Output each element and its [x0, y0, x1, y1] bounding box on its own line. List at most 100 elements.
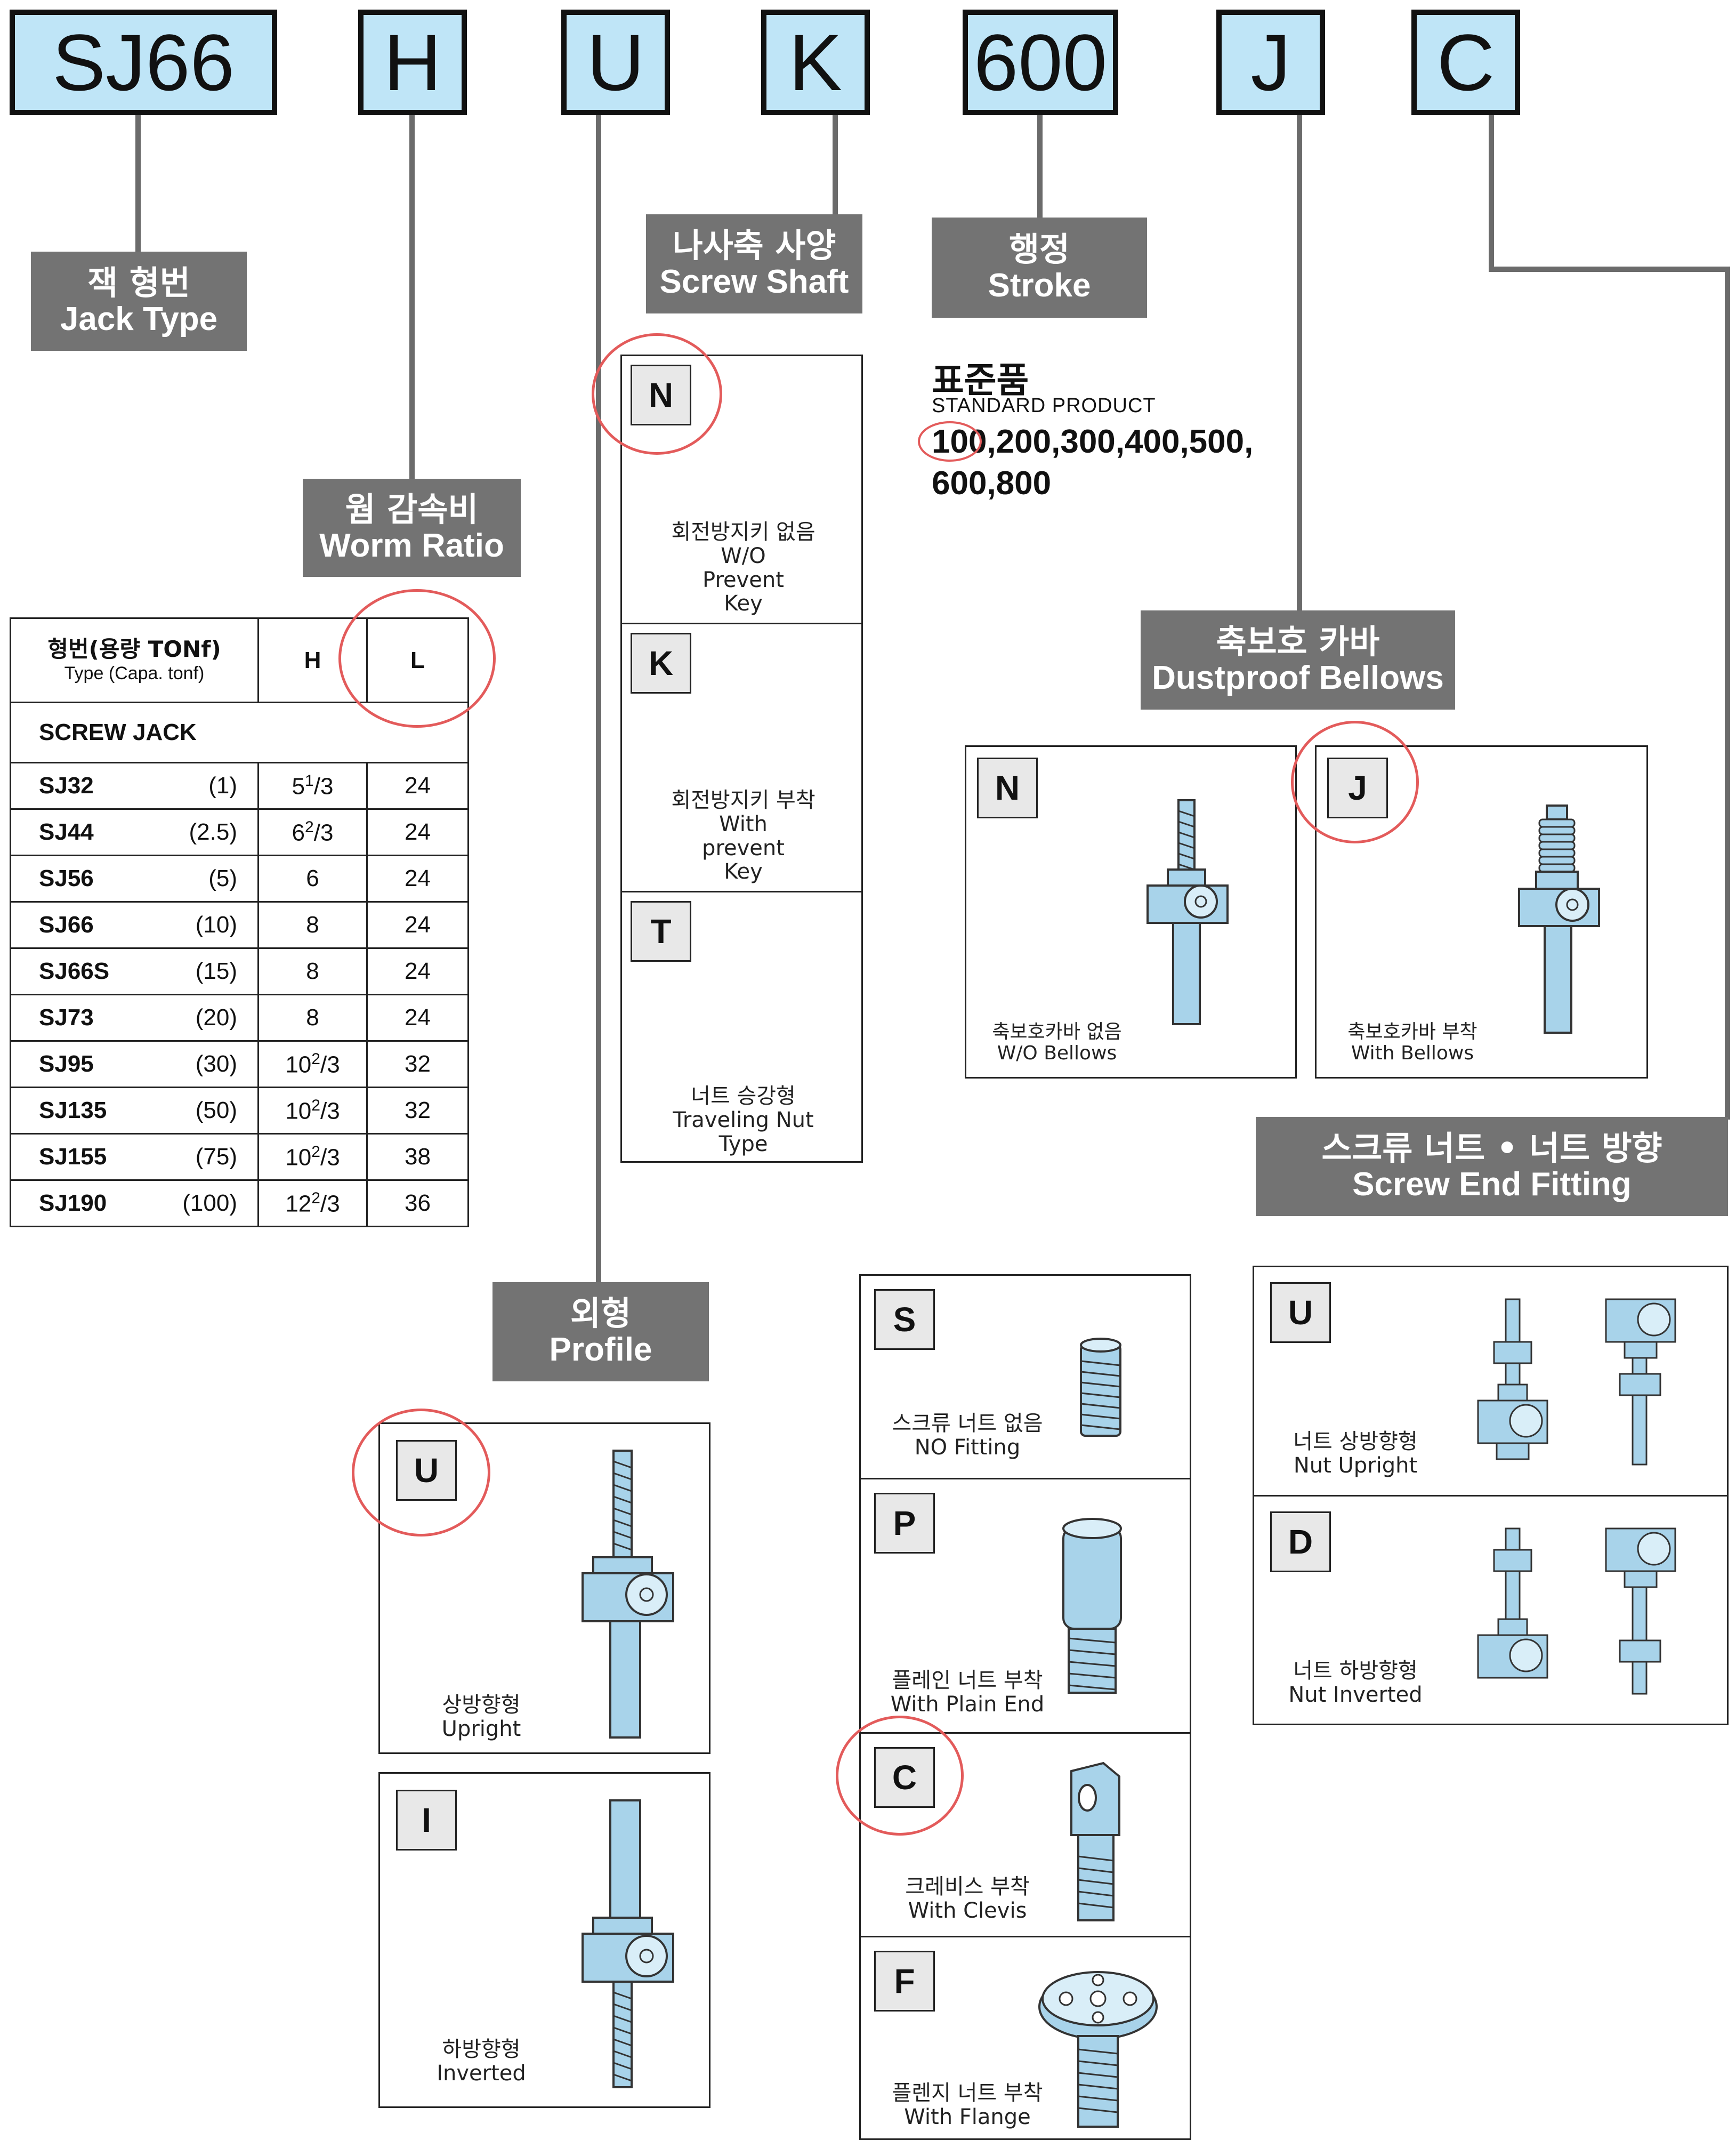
- ratio-h-numerator: 2: [311, 1143, 320, 1161]
- row-ratio-h: 102/3: [257, 1133, 368, 1181]
- nut-option-d: D 너트 하방향형 Nut Inverted: [1253, 1495, 1729, 1725]
- ratio-h-numerator: 2: [311, 1096, 320, 1114]
- ratio-h-denominator: 3: [327, 1144, 340, 1171]
- fitting-c-ko: 크레비스 부착: [905, 1874, 1030, 1899]
- label-profile: 외형 Profile: [492, 1282, 709, 1381]
- ratio-h-fraction-slash: /: [313, 773, 320, 800]
- connector-profile: [596, 115, 601, 1285]
- fitting-s-ko: 스크류 너트 없음: [892, 1411, 1043, 1436]
- label-screw-shaft-ko: 나사축 사양: [672, 226, 836, 265]
- nut-inverted-illustration: [1477, 1527, 1676, 1695]
- shaft-n-en3: Key: [724, 591, 763, 616]
- ratio-h-whole: 6: [306, 865, 319, 891]
- shaft-k-ko: 회전방지키 부착: [671, 788, 815, 812]
- stroke-std-title: 표준품: [932, 360, 1029, 401]
- ratio-h-denominator: 3: [327, 1098, 340, 1124]
- table-header-type: 형번(용량 TONf) Type (Capa. tonf): [10, 617, 259, 703]
- highlight-circle-bellows-j: [1291, 721, 1419, 843]
- nut-upright-illustration: [1477, 1298, 1676, 1466]
- highlight-circle-profile-u: [352, 1409, 490, 1536]
- highlight-circle-fitting-c: [836, 1716, 964, 1836]
- profile-i-en: Inverted: [437, 2061, 526, 2086]
- row-ratio-h: 62/3: [257, 808, 368, 856]
- shaft-t-en2: Type: [718, 1131, 768, 1156]
- ratio-h-whole: 8: [306, 958, 319, 984]
- code-stroke: 600: [963, 10, 1118, 115]
- row-ratio-l: 24: [366, 994, 469, 1042]
- label-fitting-en: Screw End Fitting: [1352, 1166, 1632, 1203]
- profile-option-i: I 하방향형 Inverted: [378, 1772, 710, 2108]
- ratio-h-denominator: 3: [327, 1051, 340, 1078]
- nut-d-en: Nut Inverted: [1288, 1682, 1423, 1707]
- worm-ratio-table: 형번(용량 TONf) Type (Capa. tonf) H L SCREW …: [9, 617, 469, 1227]
- row-model: SJ32: [9, 762, 151, 810]
- code-jack-type-value: SJ66: [52, 18, 235, 107]
- row-ratio-h: 102/3: [257, 1087, 368, 1135]
- label-bellows-ko: 축보호 카바: [1216, 622, 1380, 661]
- fitting-caption-f: 플렌지 너트 부착 With Flange: [871, 2081, 1063, 2129]
- row-ratio-l: 36: [366, 1179, 469, 1227]
- stroke-std-subtitle: STANDARD PRODUCT: [932, 395, 1156, 417]
- ratio-h-numerator: 2: [305, 818, 314, 836]
- row-ratio-l: 24: [366, 762, 469, 810]
- inverted-jack-illustration: [582, 1799, 674, 2088]
- ratio-h-numerator: 2: [311, 1050, 320, 1068]
- connector-worm-ratio: [409, 115, 415, 482]
- ratio-h-whole: 10: [285, 1098, 312, 1124]
- label-screw-shaft-en: Screw Shaft: [659, 263, 849, 300]
- row-model: SJ155: [9, 1133, 151, 1181]
- label-fitting-ko: 스크류 너트 • 너트 방향: [1321, 1128, 1662, 1168]
- ratio-h-whole: 12: [285, 1190, 312, 1217]
- ratio-h-whole: 8: [306, 912, 319, 938]
- label-profile-ko: 외형: [570, 1293, 632, 1333]
- code-bellows: J: [1216, 10, 1325, 115]
- row-ratio-h: 8: [257, 901, 368, 949]
- row-capacity: (75): [150, 1133, 259, 1181]
- row-capacity: (10): [150, 901, 259, 949]
- shaft-t-ko: 너트 승강형: [691, 1084, 796, 1108]
- code-worm-ratio: H: [358, 10, 467, 115]
- bellows-j-ko: 축보호카바 부착: [1347, 1021, 1477, 1043]
- fitting-caption-s: 스크류 너트 없음 NO Fitting: [871, 1412, 1063, 1460]
- ratio-h-fraction-slash: /: [320, 1190, 327, 1217]
- code-screw-shaft: K: [761, 10, 870, 115]
- row-model: SJ56: [9, 855, 151, 903]
- fitting-p-ko: 플레인 너트 부착: [892, 1668, 1043, 1693]
- label-screw-shaft: 나사축 사양 Screw Shaft: [646, 214, 862, 313]
- row-model: SJ66S: [9, 947, 151, 995]
- fitting-caption-c: 크레비스 부착 With Clevis: [871, 1875, 1063, 1923]
- fitting-option-p: P 플레인 너트 부착 With Plain End: [859, 1478, 1191, 1734]
- row-capacity: (30): [150, 1040, 259, 1088]
- ratio-h-whole: 5: [292, 773, 305, 800]
- connector-bellows: [1297, 115, 1302, 612]
- row-ratio-l: 24: [366, 855, 469, 903]
- shaft-n-en1: W/O: [721, 543, 766, 568]
- row-ratio-h: 8: [257, 994, 368, 1042]
- jack-with-bellows-illustration: [1518, 804, 1600, 1034]
- label-bellows-en: Dustproof Bellows: [1152, 659, 1444, 696]
- shaft-t-en1: Traveling Nut: [673, 1107, 814, 1132]
- header-type-en: Type (Capa. tonf): [64, 663, 205, 684]
- row-ratio-h: 51/3: [257, 762, 368, 810]
- nut-caption-u: 너트 상방향형 Nut Upright: [1275, 1430, 1435, 1478]
- row-model: SJ135: [9, 1087, 151, 1135]
- shaft-k-en2: prevent: [702, 835, 785, 860]
- ratio-h-fraction-slash: /: [313, 819, 320, 846]
- connector-fitting-v1: [1489, 115, 1494, 272]
- nut-inverted-jack-a: [1477, 1527, 1548, 1679]
- nut-u-ko: 너트 상방향형: [1293, 1429, 1418, 1454]
- label-stroke-ko: 행정: [1008, 229, 1070, 269]
- no-fitting-illustration: [1080, 1338, 1121, 1437]
- connector-fitting-v2: [1725, 267, 1730, 1120]
- row-capacity: (1): [150, 762, 259, 810]
- nut-key-u: U: [1270, 1282, 1331, 1343]
- highlight-circle-l: [338, 589, 496, 728]
- code-stroke-value: 600: [973, 18, 1108, 107]
